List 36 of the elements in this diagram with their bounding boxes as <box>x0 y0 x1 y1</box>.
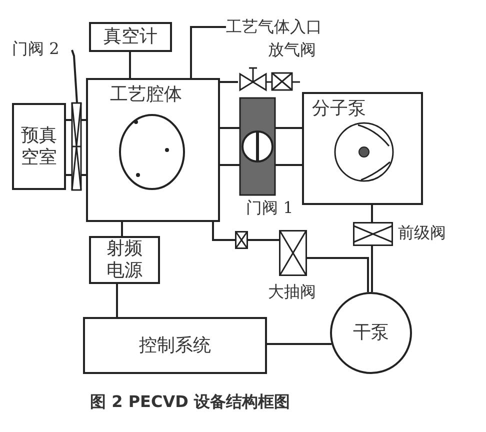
pipe-line <box>80 119 87 176</box>
pipe-line <box>267 343 332 345</box>
loadlock-box <box>12 103 66 190</box>
box-label: 预真空室 <box>20 124 58 168</box>
power-supply-box <box>89 236 160 284</box>
pipe-line <box>371 205 373 222</box>
control-system-box <box>83 317 267 374</box>
pipe-line <box>307 257 369 292</box>
leader-line <box>71 50 78 104</box>
box-label: 干泵 <box>353 322 389 344</box>
valve-label: 门阀 1 <box>246 198 294 219</box>
valve-label: 门阀 2 <box>12 39 60 58</box>
pipe-line <box>129 52 131 78</box>
gauge-box <box>89 22 172 52</box>
heading: 工艺腔体 <box>110 84 182 106</box>
pipe-line <box>121 222 123 236</box>
valve-label: 前级阀 <box>398 223 446 244</box>
caption: 图 2 PECVD 设备结构框图 <box>89 392 291 413</box>
pipe-line <box>212 222 235 241</box>
pipe-line <box>220 81 238 83</box>
chamber-box <box>86 78 220 222</box>
valve-label: 放气阀 <box>268 40 316 61</box>
inlet-label: 工艺气体入口 <box>226 17 322 36</box>
box-label: 控制系统 <box>139 334 211 356</box>
box-label: 射频电源 <box>106 238 144 282</box>
pipe-line <box>274 127 303 166</box>
pipe-line <box>190 26 226 78</box>
pipe-line <box>371 246 373 292</box>
box-label: 真空计 <box>104 26 158 48</box>
pipe-line <box>219 127 241 166</box>
pipe-line <box>248 239 279 241</box>
valve-label: 大抽阀 <box>268 282 316 303</box>
pipe-line <box>65 119 73 176</box>
heading: 分子泵 <box>312 98 366 120</box>
pump-box <box>302 92 423 205</box>
pipe-line <box>116 284 118 317</box>
